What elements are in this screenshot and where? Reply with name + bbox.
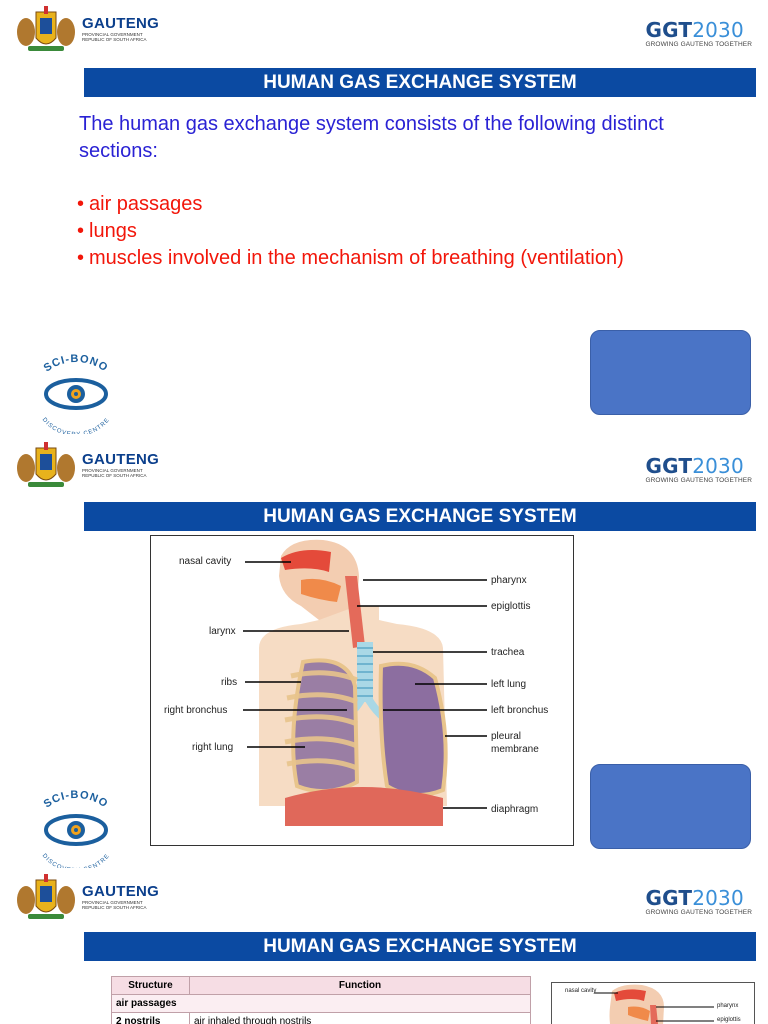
gauteng-logo: GAUTENG PROVINCIAL GOVERNMENT REPUBLIC O… — [14, 4, 159, 54]
blue-action-box[interactable] — [590, 330, 751, 415]
gauteng-logo: GAUTENG PROVINCIAL GOVERNMENT REPUBLIC O… — [14, 872, 159, 922]
label-right-bronchus: right bronchus — [164, 705, 228, 716]
ggt-year: 2030 — [692, 454, 744, 478]
gauteng-sub2: REPUBLIC OF SOUTH AFRICA — [82, 36, 147, 42]
ggt-tagline: GROWING GAUTENG TOGETHER — [645, 41, 752, 48]
coat-of-arms-icon — [17, 874, 75, 919]
label-pharynx: pharynx — [491, 575, 527, 586]
mini-label-epiglottis: epiglottis — [717, 1017, 741, 1023]
respiratory-illustration — [243, 539, 487, 826]
gauteng-name: GAUTENG — [82, 15, 160, 32]
respiratory-diagram: nasal cavity larynx ribs right bronchus … — [150, 535, 574, 846]
slide-title: HUMAN GAS EXCHANGE SYSTEM — [84, 932, 756, 961]
svg-text:DISCOVERY CENTRE: DISCOVERY CENTRE — [41, 853, 111, 868]
coat-of-arms-icon — [17, 6, 75, 51]
list-item: muscles involved in the mechanism of bre… — [77, 245, 624, 272]
gauteng-name: GAUTENG — [82, 451, 160, 468]
ggt-year: 2030 — [692, 886, 744, 910]
table-cell-structure: 2 nostrils — [111, 1012, 190, 1024]
table-header-function: Function — [189, 976, 531, 995]
blue-action-box[interactable] — [590, 764, 751, 849]
table-row: 2 nostrils air inhaled through nostrils — [111, 1012, 531, 1024]
ggt-tagline: GROWING GAUTENG TOGETHER — [645, 477, 752, 484]
svg-text:SCI-BONO: SCI-BONO — [42, 353, 111, 375]
svg-text:DISCOVERY CENTRE: DISCOVERY CENTRE — [41, 417, 111, 434]
gauteng-logo: GAUTENG PROVINCIAL GOVERNMENT REPUBLIC O… — [14, 440, 159, 490]
label-epiglottis: epiglottis — [491, 601, 531, 612]
table-header-structure: Structure — [111, 976, 190, 995]
list-item: air passages — [77, 191, 624, 218]
gauteng-sub2: REPUBLIC OF SOUTH AFRICA — [82, 472, 147, 478]
mini-label-nasal-cavity: nasal cavity — [565, 988, 597, 994]
sci-bono-bottom: DISCOVERY CENTRE — [41, 417, 110, 434]
table-section-air-passages: air passages — [111, 994, 531, 1013]
slide-title: HUMAN GAS EXCHANGE SYSTEM — [84, 68, 756, 97]
ggt2030-logo: GGT2030 GROWING GAUTENG TOGETHER — [645, 456, 752, 484]
sci-bono-bottom: DISCOVERY CENTRE — [41, 853, 110, 868]
gauteng-sub2: REPUBLIC OF SOUTH AFRICA — [82, 904, 147, 910]
section-list: air passages lungs muscles involved in t… — [77, 191, 624, 272]
label-left-bronchus: left bronchus — [491, 705, 549, 716]
slide-3: GAUTENG PROVINCIAL GOVERNMENT REPUBLIC O… — [0, 868, 768, 1024]
intro-text: The human gas exchange system consists o… — [79, 113, 664, 162]
sci-bono-top: SCI-BONO — [42, 789, 110, 811]
label-larynx: larynx — [209, 626, 236, 637]
ggt-prefix: GGT — [645, 18, 693, 42]
label-nasal-cavity: nasal cavity — [179, 556, 232, 567]
gauteng-sub1: PROVINCIAL GOVERNMENT — [82, 32, 143, 37]
gauteng-sub1: PROVINCIAL GOVERNMENT — [82, 900, 143, 905]
gauteng-sub1: PROVINCIAL GOVERNMENT — [82, 468, 143, 473]
slide-2: GAUTENG PROVINCIAL GOVERNMENT REPUBLIC O… — [0, 436, 768, 868]
label-membrane: membrane — [491, 744, 539, 755]
mini-respiratory-diagram: nasal cavity pharynx epiglottis — [551, 982, 755, 1024]
ggt2030-logo: GGT2030 GROWING GAUTENG TOGETHER — [645, 888, 752, 916]
mini-label-pharynx: pharynx — [717, 1003, 739, 1009]
table-row: air passages — [111, 994, 531, 1013]
ggt2030-logo: GGT2030 GROWING GAUTENG TOGETHER — [645, 20, 752, 48]
ggt-prefix: GGT — [645, 454, 693, 478]
label-diaphragm: diaphragm — [491, 804, 539, 815]
ggt-year: 2030 — [692, 18, 744, 42]
label-trachea: trachea — [491, 647, 525, 658]
svg-text:SCI-BONO: SCI-BONO — [42, 789, 111, 811]
sci-bono-top: SCI-BONO — [42, 353, 110, 375]
mini-respiratory-illustration — [594, 984, 714, 1024]
ggt-prefix: GGT — [645, 886, 693, 910]
slide-1: GAUTENG PROVINCIAL GOVERNMENT REPUBLIC O… — [0, 0, 768, 436]
label-right-lung: right lung — [192, 742, 234, 753]
structure-function-table: Structure Function air passages 2 nostri… — [111, 976, 531, 1024]
label-ribs: ribs — [221, 677, 238, 688]
sci-bono-logo: SCI-BONO DISCOVERY CENTRE — [41, 353, 111, 434]
coat-of-arms-icon — [17, 442, 75, 487]
sci-bono-logo: SCI-BONO DISCOVERY CENTRE — [41, 789, 111, 868]
table-cell-function: air inhaled through nostrils — [189, 1012, 531, 1024]
list-item: lungs — [77, 218, 624, 245]
ggt-tagline: GROWING GAUTENG TOGETHER — [645, 909, 752, 916]
slide-title: HUMAN GAS EXCHANGE SYSTEM — [84, 502, 756, 531]
label-pleural: pleural — [491, 731, 522, 742]
label-left-lung: left lung — [491, 679, 527, 690]
gauteng-name: GAUTENG — [82, 883, 160, 900]
